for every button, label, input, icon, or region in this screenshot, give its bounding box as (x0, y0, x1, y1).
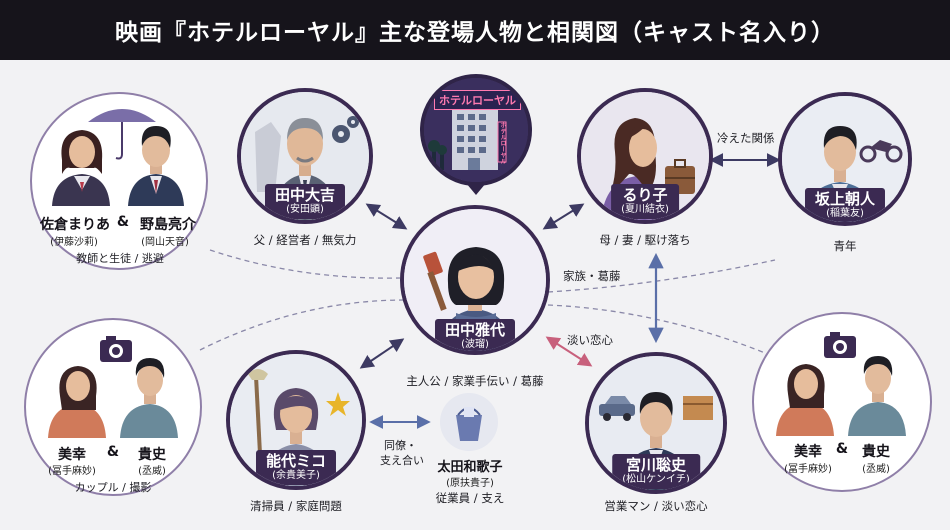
name-miyuki-right: 美幸 (794, 444, 822, 460)
node-couple-right (752, 312, 932, 492)
bucket-icon (440, 393, 498, 451)
camera-icon (100, 336, 132, 362)
node-sakura-nojima (30, 92, 208, 270)
name-sakura: 佐倉まりあ (40, 217, 110, 233)
name-nojima: 野島亮介 (140, 217, 196, 233)
plate-daikichi: 田中大吉 (安田顕) (264, 184, 346, 219)
label-colleague-2: 支え合い (380, 454, 424, 467)
arrow-miyakawa-masayo (545, 336, 593, 367)
node-ruriko: るり子 (夏川結衣) (577, 88, 713, 224)
mop-icon (248, 369, 268, 455)
desc-asato: 青年 (833, 239, 857, 253)
label-faint-love: 淡い恋心 (567, 333, 613, 347)
camera-icon (824, 332, 856, 358)
paint-brush-icon (423, 251, 447, 311)
desc-miyakawa: 営業マン / 淡い恋心 (604, 499, 708, 513)
actor-sakura: (伊藤沙莉) (50, 237, 98, 248)
desc-daikichi: 父 / 経営者 / 無気力 (253, 233, 357, 247)
amp-couple-left: & (106, 444, 120, 460)
desc-ota: 従業員 / 支え (435, 491, 505, 505)
motorcycle-icon (859, 140, 903, 163)
plate-ruriko: るり子 (夏川結衣) (611, 184, 679, 219)
dashed-link-right-top (547, 259, 776, 293)
name-ota: 太田和歌子 (437, 460, 503, 475)
name-ruriko: るり子 (622, 186, 668, 204)
amp-couple-right: & (835, 441, 849, 457)
ruriko-portrait (581, 92, 709, 220)
actor-miyuki-left: (冨手麻妙) (48, 466, 96, 477)
desc-masayo: 主人公 / 家業手伝い / 葛藤 (406, 374, 544, 388)
hotel-node: ホテルローヤル ホテルローヤル (420, 74, 532, 186)
node-daikichi: 田中大吉 (安田顕) (237, 88, 373, 224)
actor-ruriko: (夏川結衣) (621, 204, 669, 215)
node-couple-left (24, 318, 202, 496)
actor-daikichi: (安田顕) (286, 204, 324, 215)
amp-sakura-nojima: & (116, 214, 130, 230)
umbrella-icon (88, 109, 156, 160)
desc-miko: 清掃員 / 家庭問題 (250, 499, 342, 513)
actor-miyuki-right: (冨手麻妙) (784, 464, 832, 475)
actor-takashi-right: (丞威) (862, 464, 890, 475)
actor-ota: (原扶貴子) (446, 478, 494, 489)
dashed-link-left-top (209, 249, 401, 279)
name-masayo: 田中雅代 (444, 321, 506, 339)
arrow-ruriko-masayo (542, 203, 585, 230)
node-miko: 能代ミコ (余貴美子) (226, 350, 366, 490)
desc-ruriko: 母 / 妻 / 駆け落ち (599, 233, 691, 247)
actor-masayo: (波瑠) (461, 339, 489, 350)
hotel-sign: ホテルローヤル (434, 90, 521, 110)
actor-miko: (余貴美子) (272, 470, 320, 481)
name-miko: 能代ミコ (265, 452, 327, 470)
plate-asato: 坂上朝人 (稲葉友) (804, 188, 886, 222)
plate-miko: 能代ミコ (余貴美子) (255, 450, 337, 485)
box-icon (683, 396, 713, 420)
plate-miyakawa: 宮川聡史 (松山ケンイチ) (612, 454, 700, 489)
dashed-link-left-bottom (199, 299, 406, 351)
star-icon (326, 392, 350, 416)
desc-sakura-nojima: 教師と生徒 / 逃避 (76, 252, 164, 265)
hotel-vertical-sign: ホテルローヤル (499, 122, 506, 164)
plate-masayo: 田中雅代 (波瑠) (434, 319, 516, 351)
couple-right-portrait (776, 332, 906, 436)
car-icon (599, 396, 635, 421)
actor-takashi-left: (丞威) (138, 466, 166, 477)
title-bar: 映画『ホテルローヤル』主な登場人物と相関図（キャスト名入り） (0, 0, 950, 60)
name-daikichi: 田中大吉 (274, 186, 336, 204)
actor-nojima: (岡山天音) (141, 237, 189, 248)
arrow-daikichi-masayo (365, 203, 408, 230)
desc-couple-left: カップル / 撮影 (74, 481, 152, 494)
label-family-conflict: 家族・葛藤 (563, 269, 621, 283)
node-masayo: 田中雅代 (波瑠) (400, 205, 550, 355)
page-title: 映画『ホテルローヤル』主な登場人物と相関図（キャスト名入り） (115, 20, 835, 46)
node-asato: 坂上朝人 (稲葉友) (778, 92, 912, 226)
arrow-miko-masayo (359, 338, 405, 369)
label-colleague-1: 同僚・ (384, 439, 417, 452)
name-miyuki-left: 美幸 (58, 447, 86, 463)
name-asato: 坂上朝人 (814, 190, 876, 208)
actor-miyakawa: (松山ケンイチ) (622, 474, 690, 485)
name-takashi-right: 貴史 (862, 444, 890, 460)
hotel-pointer (466, 183, 486, 195)
label-cold-relation: 冷えた関係 (717, 131, 775, 145)
actor-asato: (稲葉友) (826, 208, 864, 219)
sakura-nojima-portrait (52, 109, 184, 206)
couple-left-portrait (48, 336, 178, 438)
node-miyakawa: 宮川聡史 (松山ケンイチ) (585, 352, 727, 494)
name-miyakawa: 宮川聡史 (625, 456, 687, 474)
name-takashi-left: 貴史 (138, 447, 166, 463)
